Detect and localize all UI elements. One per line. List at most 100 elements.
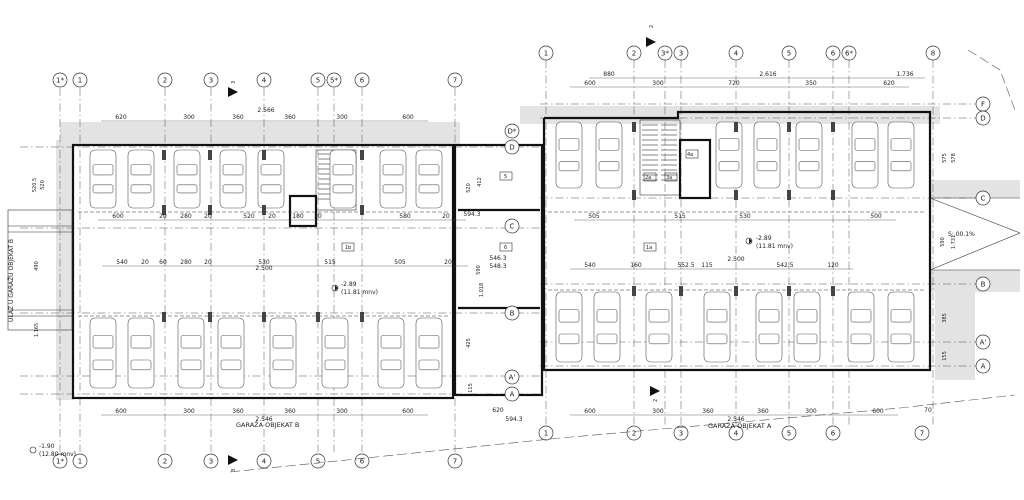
dim-mid-vertical: 425 xyxy=(466,338,472,348)
car-body xyxy=(177,317,205,389)
garage-a-title: GARAŽA OBJEKAT A xyxy=(708,421,772,430)
car-body xyxy=(321,317,349,389)
car-rear-window xyxy=(758,333,780,345)
dim-left-bottom: 600 xyxy=(402,408,414,415)
car-body xyxy=(595,121,623,189)
axis-marker-bottom-right: 4 xyxy=(728,425,744,441)
svg-text:-1.90: -1.90 xyxy=(39,443,55,450)
axis-bubble-label: 5 xyxy=(787,430,791,438)
axis-bubble xyxy=(825,425,841,441)
parking-spaces xyxy=(89,121,915,389)
dim-left-bay: 280 xyxy=(180,213,192,220)
car-rear-window xyxy=(850,333,872,345)
dim-left-bottom: 600 xyxy=(115,408,127,415)
axis-marker-top-right: 2 xyxy=(626,45,642,61)
svg-text:-2.89: -2.89 xyxy=(341,281,357,288)
parking-car xyxy=(555,291,583,363)
axis-bubble xyxy=(673,425,689,441)
section-marker-3-bottom: 3 xyxy=(228,455,238,472)
column xyxy=(787,122,791,132)
axis-marker-top-right: 1 xyxy=(538,45,554,61)
car-rear-window xyxy=(180,359,202,371)
car-rear-window xyxy=(648,333,670,345)
dim-right-top: 620 xyxy=(883,80,895,87)
axis-bubble-label: D xyxy=(980,115,985,123)
car-body xyxy=(269,317,297,389)
parking-car xyxy=(269,317,297,389)
axis-marker-top-right: 5 xyxy=(781,45,797,61)
axis-marker-top-left: 5* xyxy=(326,72,342,88)
dim-left-top: 300 xyxy=(336,114,348,121)
dim-left-vertical: 1.165 xyxy=(34,323,40,337)
dim-left-bay-2: 20 xyxy=(141,259,149,266)
axis-marker-row-right: A' xyxy=(975,334,991,350)
room-label-4a: 4a xyxy=(687,152,693,158)
dim-left-bottom-total: 2.546 xyxy=(255,416,272,423)
axis-marker-row-mid: C xyxy=(504,218,520,234)
dim-left-top: 620 xyxy=(115,114,127,121)
car-windshield xyxy=(890,309,912,323)
axis-bubble xyxy=(925,45,941,61)
dim-right-bay-2: 120 xyxy=(827,262,839,269)
axis-marker-row-right: F xyxy=(975,96,991,112)
parking-car xyxy=(89,317,117,389)
room-label-5: 5 xyxy=(504,174,507,180)
axis-bubble xyxy=(72,453,88,469)
axis-bubble xyxy=(504,369,520,385)
dim-right-top: 300 xyxy=(652,80,664,87)
axis-marker-bottom-left: 4 xyxy=(256,453,272,469)
axis-bubble-label: 5* xyxy=(330,77,338,85)
column xyxy=(831,122,835,132)
dim-right-bay: 530 xyxy=(739,213,751,220)
axis-bubble-label: 6* xyxy=(845,50,853,58)
dim-left-bay-2: 515 xyxy=(324,259,336,266)
dim-left-bay-2: 60 xyxy=(159,259,167,266)
ramp-right xyxy=(929,197,1021,271)
dim-right-top-b: 1.736 xyxy=(896,71,913,78)
dim-right-top: 600 xyxy=(584,80,596,87)
car-rear-window xyxy=(558,161,580,172)
parking-car xyxy=(753,121,781,189)
column xyxy=(208,312,212,322)
column xyxy=(262,150,266,160)
car-windshield xyxy=(260,164,282,176)
column xyxy=(787,190,791,200)
axis-bubble xyxy=(728,45,744,61)
axis-bubble-label: A' xyxy=(980,339,987,347)
dim-left-bay: 180 xyxy=(292,213,304,220)
axis-bubble xyxy=(728,425,744,441)
dim-right-vertical: 575 xyxy=(942,153,948,163)
axis-bubble-label: D* xyxy=(508,128,517,136)
axis-bubble xyxy=(310,453,326,469)
axis-bubble-label: 1 xyxy=(544,50,548,58)
axis-bubble-label: 4 xyxy=(734,50,739,58)
car-windshield xyxy=(558,138,580,151)
axis-bubble-label: 3 xyxy=(209,77,213,85)
parking-car xyxy=(887,121,915,189)
car-body xyxy=(715,121,743,189)
column xyxy=(316,312,320,322)
car-body xyxy=(173,149,201,209)
svg-text:(12.80 mnv): (12.80 mnv) xyxy=(39,451,76,458)
axis-bubble-label: 3* xyxy=(661,50,669,58)
car-rear-window xyxy=(796,333,818,345)
car-windshield xyxy=(596,309,618,323)
column xyxy=(262,312,266,322)
axis-bubble xyxy=(626,45,642,61)
car-rear-window xyxy=(756,161,778,172)
dim-right-bottom: 300 xyxy=(652,408,664,415)
car-body xyxy=(217,317,245,389)
car-rear-window xyxy=(854,161,876,172)
dim-left-bay-2: 20 xyxy=(444,259,452,266)
axis-bubble xyxy=(975,110,991,126)
column xyxy=(734,122,738,132)
axis-bubble-label: 6 xyxy=(831,50,836,58)
car-rear-window xyxy=(260,184,282,194)
car-rear-window xyxy=(380,359,402,371)
axis-marker-row-right: B xyxy=(975,276,991,292)
dim-left-bay: 20 xyxy=(268,213,276,220)
dim-mid: 546.3 xyxy=(489,255,506,262)
room-label-6: 6 xyxy=(504,245,507,251)
axis-bubble-label: D xyxy=(509,144,514,152)
